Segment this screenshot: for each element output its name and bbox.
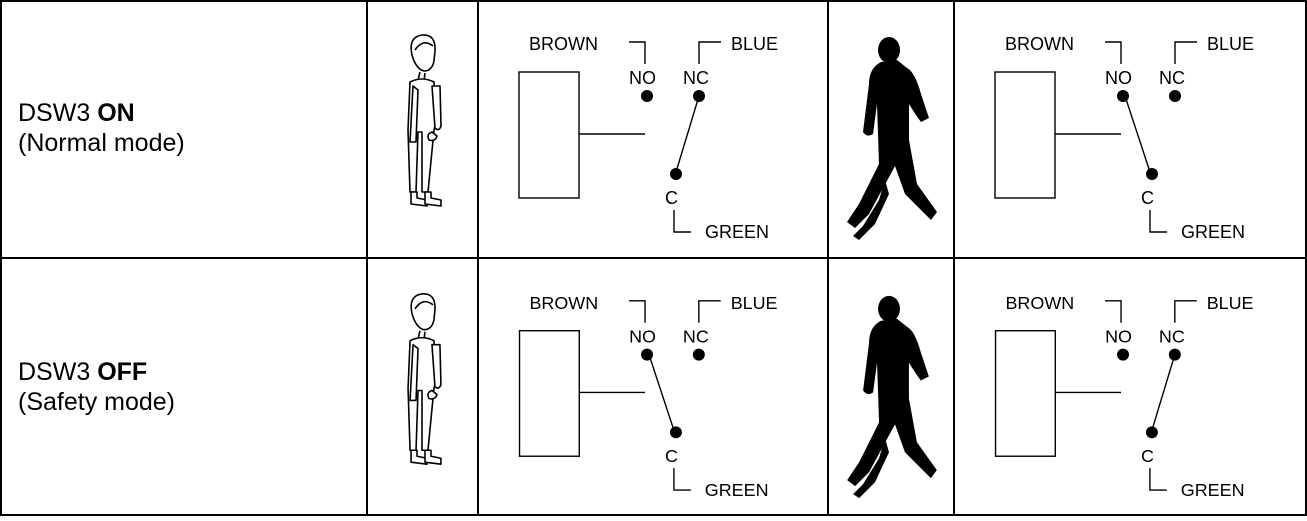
contact-diagram: BROWN BLUE NO NC C GREEN [994, 34, 1254, 242]
switch-name: DSW3 [18, 358, 91, 386]
relay-box [518, 330, 580, 457]
relay-box [994, 330, 1056, 457]
switch-arm [1151, 354, 1176, 431]
no-label: NO [1105, 68, 1132, 88]
no-terminal [1117, 348, 1130, 361]
brown-label: BROWN [529, 34, 598, 54]
switch-diagram-standing-off: BROWN BLUE NO NC C GREEN [479, 259, 828, 516]
nc-label: NC [1159, 327, 1185, 347]
switch-arm [648, 354, 675, 431]
standing-person-cell [368, 0, 478, 258]
switch-diagram-standing-on: BROWN BLUE NO NC C GREEN [479, 0, 828, 258]
walking-person-cell [829, 259, 954, 516]
mode-label-on: DSW3 ON (Normal mode) [18, 98, 185, 158]
relay-box [994, 71, 1056, 199]
c-label: C [665, 446, 678, 466]
switch-arm [675, 95, 700, 173]
standing-person-icon [407, 34, 442, 207]
green-label: GREEN [705, 480, 769, 500]
blue-lead [698, 41, 721, 64]
common-terminal [669, 426, 682, 439]
blue-label: BLUE [731, 293, 778, 313]
brown-lead [1105, 300, 1122, 323]
brown-label: BROWN [529, 293, 598, 313]
common-terminal [1145, 426, 1158, 439]
nc-terminal [1168, 348, 1181, 361]
c-label: C [1141, 446, 1154, 466]
walking-person-cell [829, 0, 954, 258]
walking-person-icon [847, 37, 937, 240]
mode-cell-off: DSW3 OFF (Safety mode) [0, 259, 367, 516]
switch-name: DSW3 [18, 99, 91, 127]
nc-label: NC [683, 68, 709, 88]
contact-diagram: BROWN BLUE NO NC C GREEN [518, 293, 778, 500]
blue-label: BLUE [1207, 34, 1254, 54]
switch-diagram-walking-on: BROWN BLUE NO NC C GREEN [955, 0, 1307, 258]
walking-person-icon [847, 295, 937, 499]
no-label: NO [629, 68, 656, 88]
blue-lead [1174, 300, 1197, 323]
blue-label: BLUE [731, 34, 778, 54]
green-label: GREEN [1181, 222, 1245, 242]
nc-terminal [693, 90, 705, 102]
brown-label: BROWN [1005, 293, 1074, 313]
brown-label: BROWN [1005, 34, 1074, 54]
mode-cell-on: DSW3 ON (Normal mode) [0, 0, 367, 258]
switch-diagram-walking-off: BROWN BLUE NO NC C GREEN [955, 259, 1307, 516]
no-terminal [1117, 90, 1129, 102]
c-label: C [665, 188, 678, 208]
nc-terminal [692, 348, 705, 361]
no-terminal [641, 90, 653, 102]
c-label: C [1141, 188, 1154, 208]
no-label: NO [1105, 327, 1132, 347]
green-label: GREEN [705, 222, 769, 242]
switch-state-on: ON [97, 99, 135, 127]
blue-lead [698, 300, 721, 323]
standing-person-cell [368, 259, 478, 516]
nc-terminal [1169, 90, 1181, 102]
nc-label: NC [1159, 68, 1185, 88]
no-label: NO [629, 327, 656, 347]
brown-lead [1105, 41, 1122, 64]
contact-diagram: BROWN BLUE NO NC C GREEN [518, 34, 778, 242]
common-terminal [670, 168, 682, 180]
no-terminal [641, 348, 654, 361]
green-label: GREEN [1181, 480, 1245, 500]
standing-person-icon [407, 293, 442, 465]
switch-state-off: OFF [97, 358, 148, 386]
green-lead [673, 210, 691, 233]
mode-description: (Normal mode) [18, 129, 185, 157]
mode-description: (Safety mode) [18, 388, 176, 416]
contact-diagram: BROWN BLUE NO NC C GREEN [994, 293, 1254, 500]
green-lead [673, 468, 691, 491]
blue-label: BLUE [1207, 293, 1254, 313]
brown-lead [629, 41, 646, 64]
green-lead [1149, 468, 1167, 491]
green-lead [1149, 210, 1167, 233]
nc-label: NC [683, 327, 709, 347]
brown-lead [629, 300, 646, 323]
relay-box [518, 71, 580, 199]
common-terminal [1146, 168, 1158, 180]
blue-lead [1174, 41, 1197, 64]
switch-arm [1124, 95, 1151, 173]
mode-label-off: DSW3 OFF (Safety mode) [18, 357, 175, 417]
